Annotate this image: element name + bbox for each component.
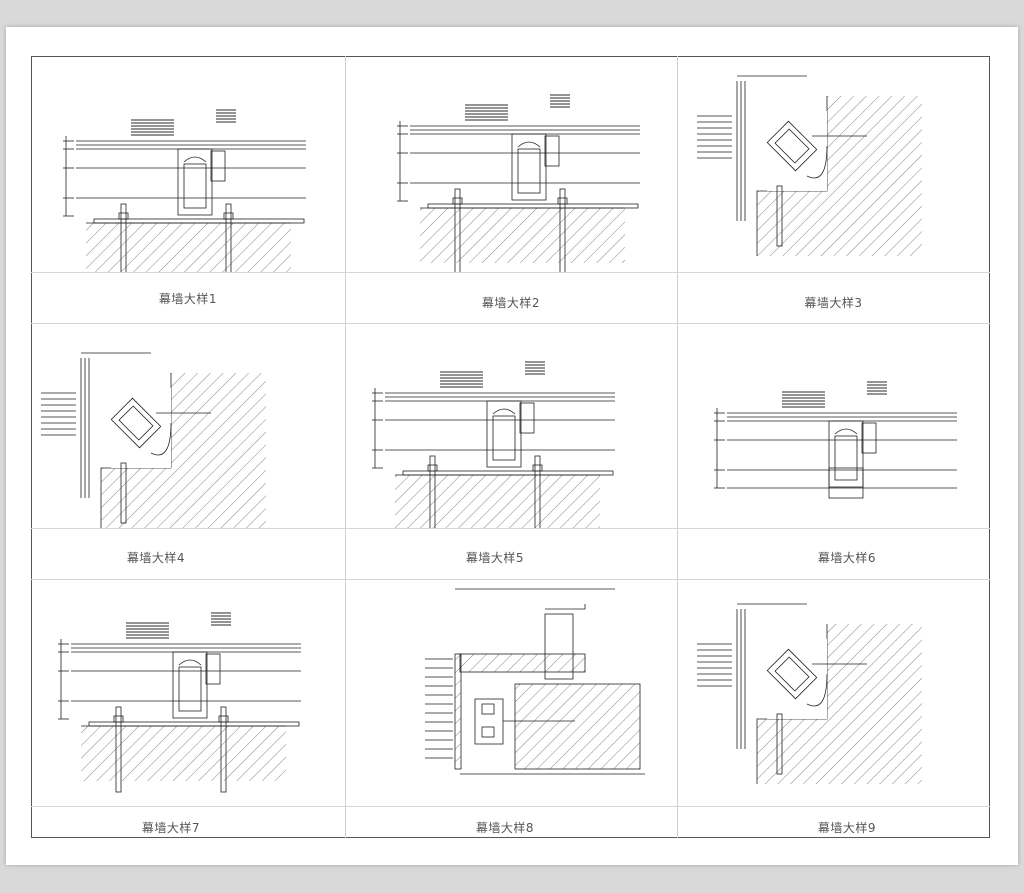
panel-title-8: 幕墙大样8 <box>475 821 535 835</box>
detail-drawing-5 <box>345 323 677 528</box>
cad-detail-svg <box>372 361 615 528</box>
row-divider <box>31 323 990 324</box>
detail-drawing-2 <box>345 56 677 272</box>
panel-title-2: 幕墙大样2 <box>481 296 541 310</box>
cad-detail-svg <box>697 75 922 256</box>
drawing-frame <box>31 56 990 838</box>
detail-drawing-8 <box>345 579 677 806</box>
detail-drawing-1 <box>31 56 345 272</box>
cad-detail-svg <box>714 381 957 499</box>
detail-drawing-7 <box>31 579 345 806</box>
panel-title-1: 幕墙大样1 <box>158 292 218 306</box>
detail-drawing-3 <box>677 56 990 272</box>
panel-title-7: 幕墙大样7 <box>141 821 201 835</box>
row-divider <box>31 579 990 580</box>
row-divider <box>31 272 990 273</box>
detail-drawing-9 <box>677 579 990 806</box>
row-divider <box>31 528 990 529</box>
row-divider <box>31 806 990 807</box>
cad-detail-svg <box>697 603 922 784</box>
panel-title-5: 幕墙大样5 <box>465 551 525 565</box>
panel-title-4: 幕墙大样4 <box>126 551 186 565</box>
cad-detail-svg <box>397 94 640 272</box>
detail-drawing-6 <box>677 323 990 528</box>
cad-detail-svg <box>41 352 266 528</box>
cad-detail-svg <box>425 588 645 775</box>
cad-detail-svg <box>63 109 306 272</box>
column-divider <box>677 56 678 838</box>
detail-drawing-4 <box>31 323 345 528</box>
panel-title-6: 幕墙大样6 <box>817 551 877 565</box>
column-divider <box>345 56 346 838</box>
panel-title-9: 幕墙大样9 <box>817 821 877 835</box>
panel-title-3: 幕墙大样3 <box>804 296 863 310</box>
cad-detail-svg <box>58 612 301 793</box>
